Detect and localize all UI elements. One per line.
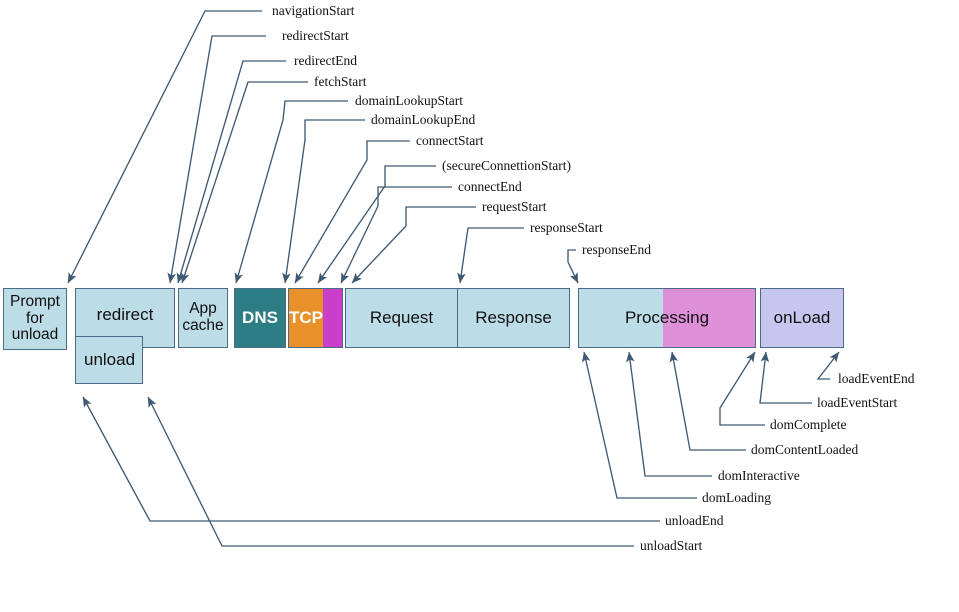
phase-label-redirect: redirect xyxy=(96,305,154,324)
event-label-secureConnectionStart: (secureConnettionStart) xyxy=(442,158,571,173)
event-label-connectStart: connectStart xyxy=(416,133,484,148)
phase-request-response-group: Request Response xyxy=(345,288,570,348)
phase-onload[interactable]: onLoad xyxy=(760,288,844,348)
event-label-responseStart: responseStart xyxy=(530,220,603,235)
phase-label-request: Request xyxy=(369,308,434,327)
event-label-redirectStart: redirectStart xyxy=(282,28,349,43)
phase-processing[interactable]: Processing xyxy=(578,288,756,348)
phase-processing-render-segment xyxy=(663,289,755,347)
event-label-domInteractive: domInteractive xyxy=(718,468,800,483)
phase-request[interactable]: Request xyxy=(346,289,457,347)
event-label-responseEnd: responseEnd xyxy=(582,242,651,257)
event-label-requestStart: requestStart xyxy=(482,199,547,214)
phase-label-unload: unload xyxy=(84,349,136,369)
phase-processing-label-wrap: Processing xyxy=(579,289,755,347)
phase-response[interactable]: Response xyxy=(457,289,569,347)
phase-unload[interactable]: unload xyxy=(75,336,143,384)
event-label-redirectEnd: redirectEnd xyxy=(294,53,357,68)
event-label-domainLookupStart: domainLookupStart xyxy=(355,93,463,108)
phase-tcp[interactable]: TCP xyxy=(288,288,343,348)
event-label-domLoading: domLoading xyxy=(702,490,771,505)
event-label-fetchStart: fetchStart xyxy=(314,74,367,89)
phase-label-response: Response xyxy=(475,308,552,327)
event-label-domComplete: domComplete xyxy=(770,417,847,432)
phase-app-cache[interactable]: App cache xyxy=(178,288,228,348)
event-label-navigationStart: navigationStart xyxy=(272,3,355,18)
phase-label-prompt-line1: Prompt xyxy=(10,292,60,310)
phase-tcp-secure-segment xyxy=(323,289,342,347)
phase-label-dns: DNS xyxy=(242,307,278,327)
phase-tcp-connect-segment: TCP xyxy=(289,289,323,347)
phase-dns[interactable]: DNS xyxy=(234,288,286,348)
phase-label-appcache-line2: cache xyxy=(182,317,224,334)
event-label-domainLookupEnd: domainLookupEnd xyxy=(371,112,476,127)
event-label-domContentLoaded: domContentLoaded xyxy=(751,442,859,457)
event-label-unloadStart: unloadStart xyxy=(640,538,703,553)
phase-label-prompt-line2: for xyxy=(25,309,45,327)
phase-label-processing: Processing xyxy=(624,308,710,327)
phase-label-onload: onLoad xyxy=(773,307,831,327)
phase-label-prompt-line3: unload xyxy=(11,326,59,344)
event-label-connectEnd: connectEnd xyxy=(458,179,522,194)
event-label-unloadEnd: unloadEnd xyxy=(665,513,724,528)
event-label-loadEventStart: loadEventStart xyxy=(817,395,898,410)
phase-label-tcp: TCP xyxy=(289,308,323,327)
phase-prompt-for-unload[interactable]: Prompt for unload xyxy=(3,288,67,350)
event-label-loadEventEnd: loadEventEnd xyxy=(838,371,915,386)
phase-processing-dom-segment xyxy=(579,289,664,347)
phase-label-appcache-line1: App xyxy=(189,300,217,318)
